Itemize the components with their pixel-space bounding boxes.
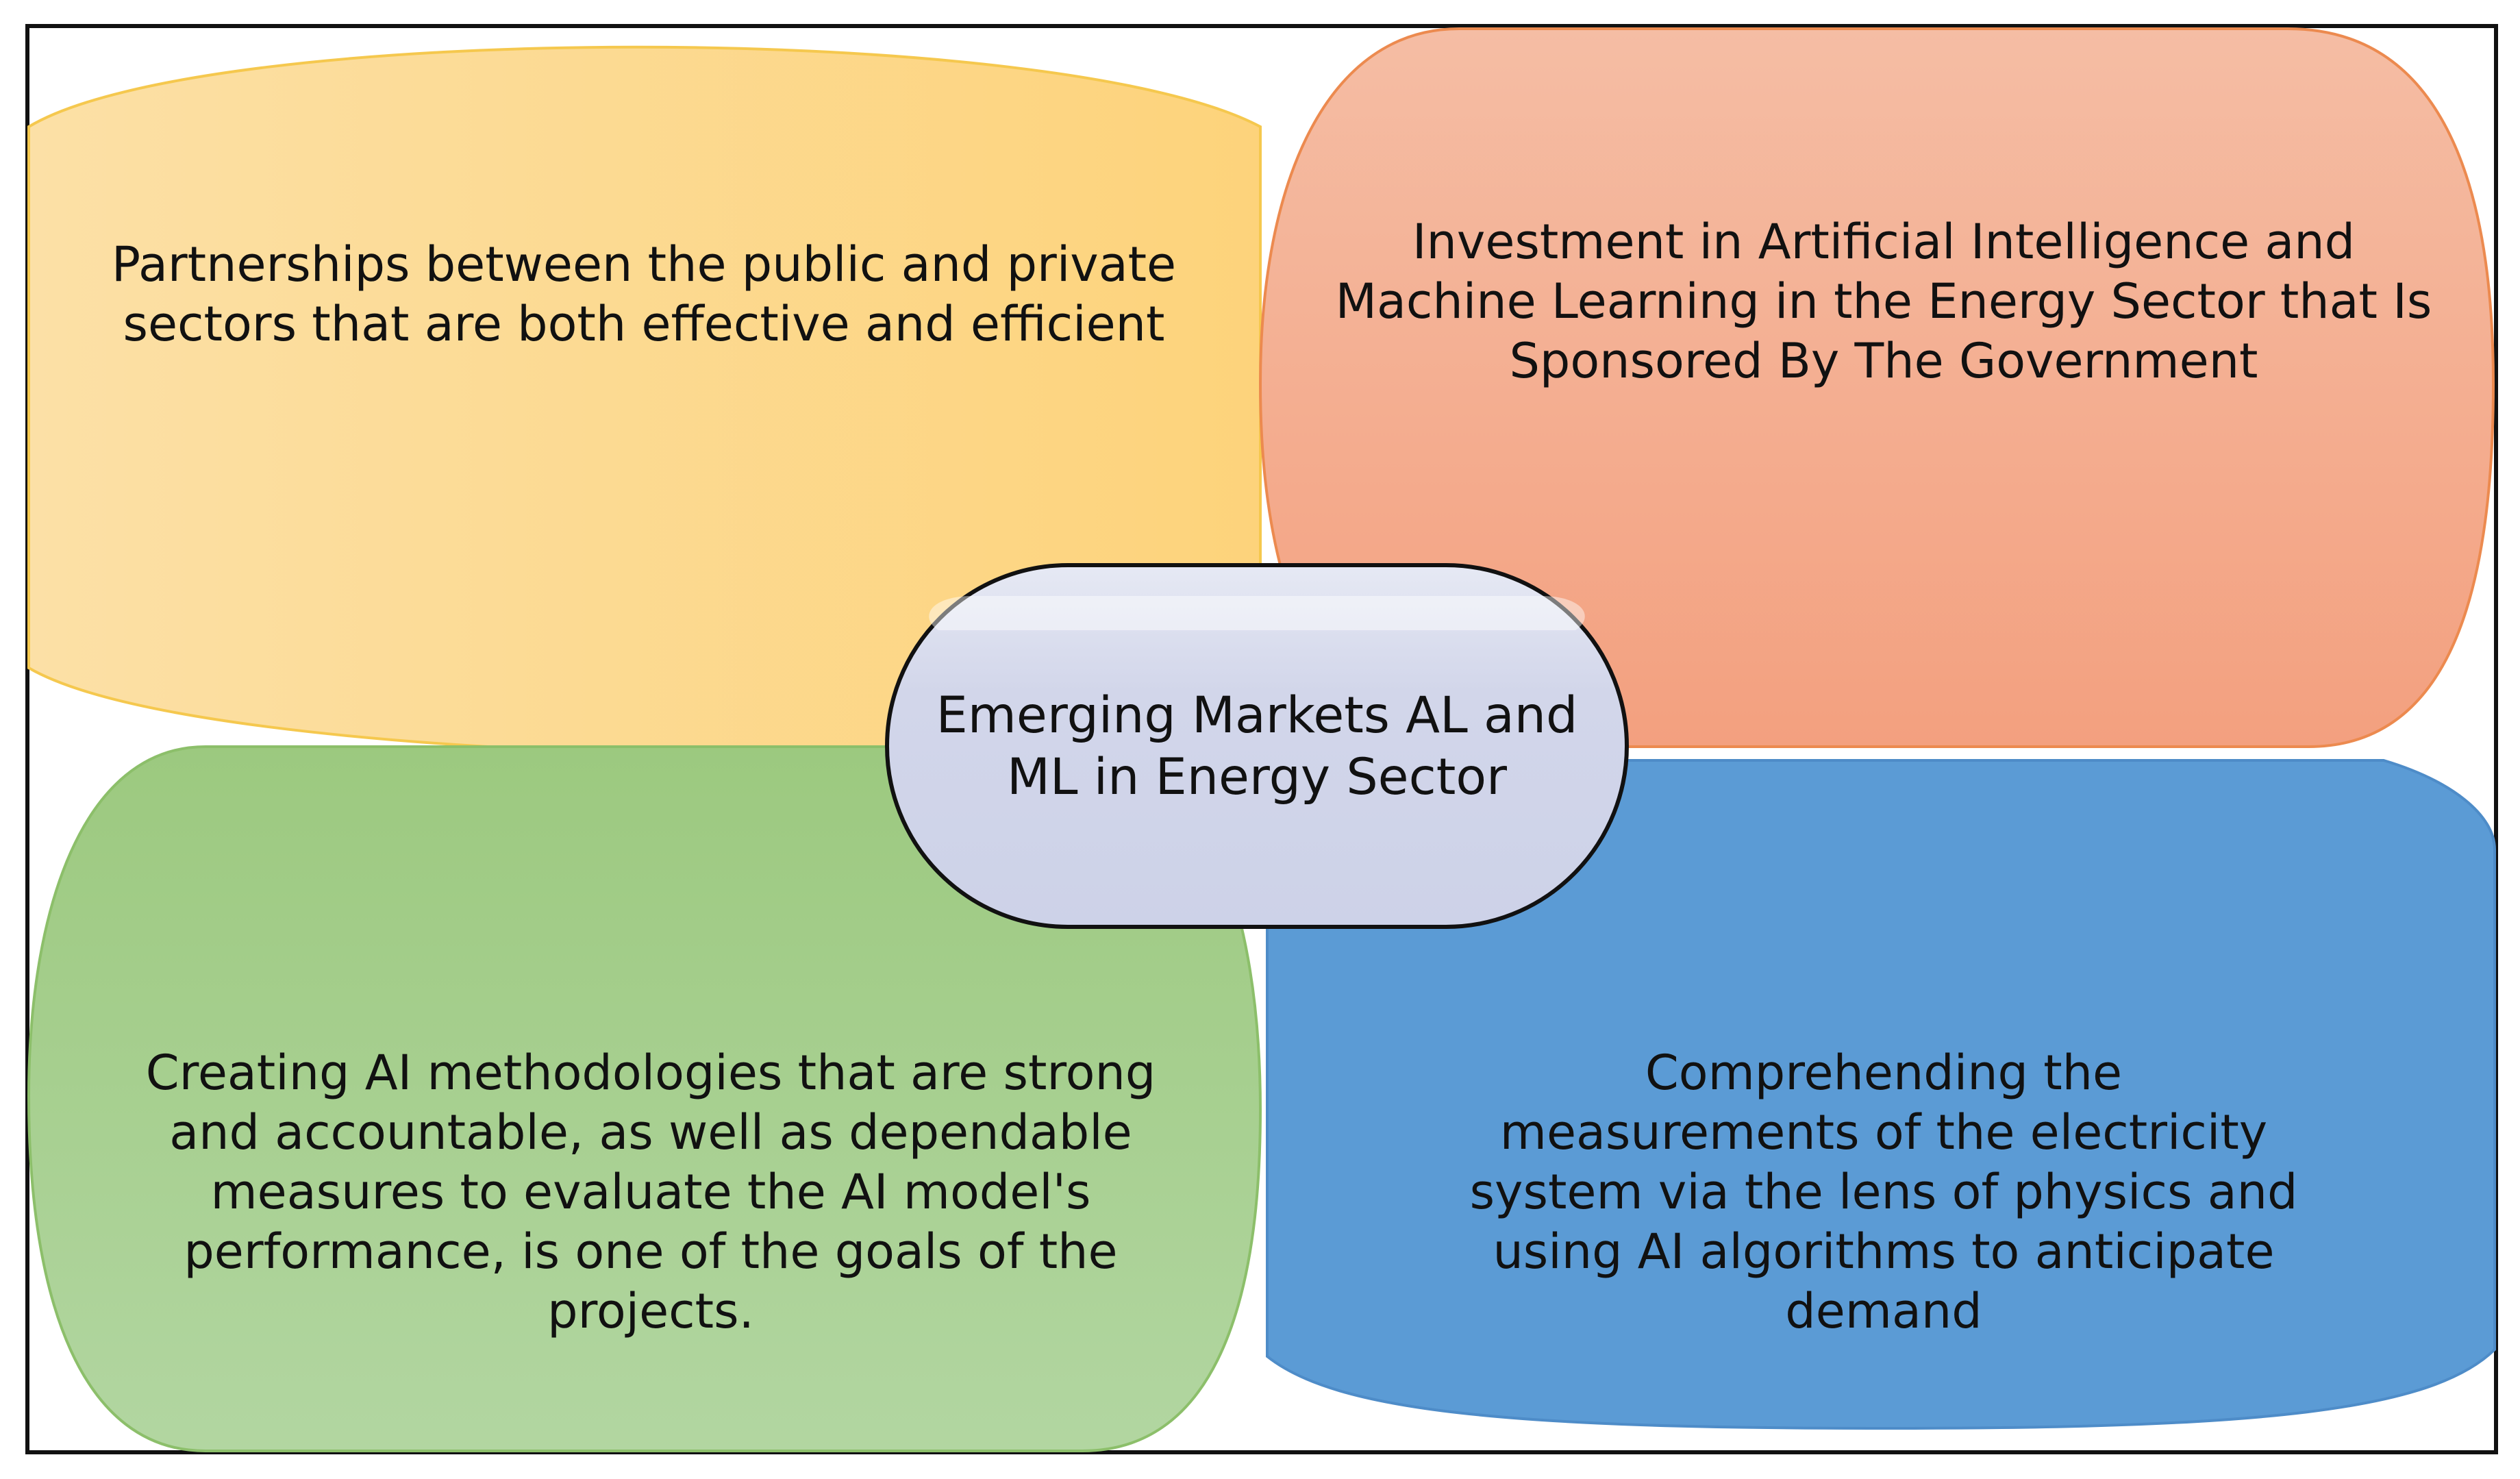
- top-right-shape: [1258, 27, 2495, 748]
- center-text: Emerging Markets AL and ML in Energy Sec…: [936, 686, 1578, 806]
- top-right-text: Investment in Artificial Intelligence an…: [1335, 213, 2432, 389]
- top-left-text: Partnerships between the public and priv…: [111, 236, 1177, 352]
- center-node: [885, 563, 1629, 929]
- bottom-right-shape: [1266, 759, 2496, 1430]
- bottom-right-text: Comprehending the measurements of the el…: [1469, 1044, 2298, 1339]
- center-node-highlight: [929, 596, 1585, 630]
- bottom-left-text: Creating AI methodologies that are stron…: [145, 1044, 1156, 1339]
